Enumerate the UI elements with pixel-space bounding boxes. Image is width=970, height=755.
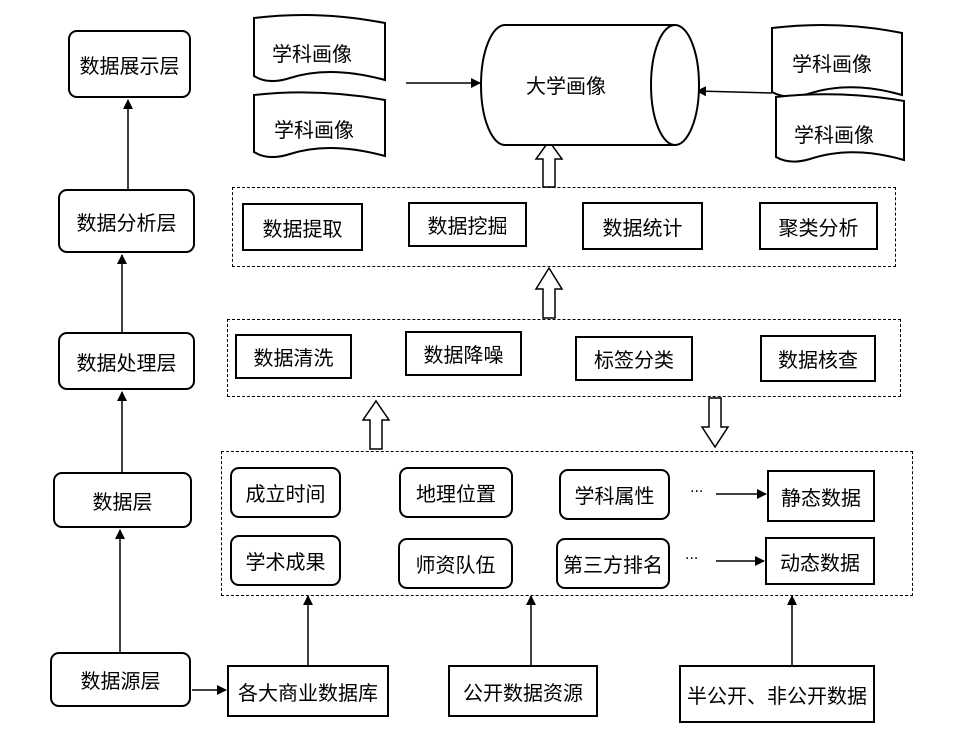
data-third-party-ranking: 第三方排名: [556, 538, 670, 589]
analysis-clustering-label: 聚类分析: [778, 215, 859, 240]
analysis-statistics: 数据统计: [582, 202, 703, 250]
doc-shape-right-2: [775, 93, 905, 163]
data-group: [221, 451, 913, 596]
dynamic-data-label: 动态数据: [780, 550, 860, 575]
layer-data-label: 数据层: [92, 489, 153, 514]
data-academic-output-label: 学术成果: [245, 550, 326, 574]
static-ellipsis: ···: [690, 484, 704, 500]
processing-classify: 标签分类: [575, 336, 693, 381]
source-public-data-label: 公开数据资源: [463, 680, 583, 705]
processing-cleaning-label: 数据清洗: [253, 346, 334, 370]
hollow-arrow-up-to-analysis: [534, 266, 564, 319]
arrow-right-portraits-to-university: [696, 86, 773, 97]
dynamic-data-box: 动态数据: [765, 537, 875, 585]
analysis-extract-label: 数据提取: [262, 216, 343, 241]
doc-shape-left-1: [253, 13, 386, 82]
static-data-box: 静态数据: [767, 470, 875, 522]
source-commercial-db: 各大商业数据库: [227, 665, 389, 717]
source-semipublic-data: 半公开、非公开数据: [679, 665, 875, 723]
hollow-arrow-up-to-university: [534, 139, 564, 188]
data-subject-attribute: 学科属性: [559, 469, 670, 520]
processing-denoise: 数据降噪: [405, 331, 522, 376]
processing-verify-label: 数据核查: [778, 348, 858, 372]
data-location-label: 地理位置: [416, 482, 496, 506]
hollow-arrow-up-to-processing: [361, 399, 391, 450]
source-public-data: 公开数据资源: [448, 665, 598, 717]
layer-display-label: 数据展示层: [79, 53, 180, 78]
analysis-group: [232, 187, 896, 267]
doc-shape-left-2: [253, 91, 386, 158]
layer-processing-label: 数据处理层: [76, 350, 177, 375]
layer-source: 数据源层: [50, 652, 191, 707]
data-faculty-label: 师资队伍: [415, 553, 496, 577]
layer-data: 数据层: [53, 472, 192, 528]
university-cylinder: [480, 24, 700, 146]
data-location: 地理位置: [399, 467, 513, 518]
university-portrait-label: 大学画像: [526, 74, 606, 98]
layer-analysis: 数据分析层: [58, 189, 195, 253]
subject-portrait-right-1: 学科画像: [792, 52, 872, 76]
subject-portrait-right-2: 学科画像: [794, 123, 874, 147]
data-subject-attribute-label: 学科属性: [574, 484, 655, 508]
processing-classify-label: 标签分类: [594, 348, 674, 372]
processing-denoise-label: 数据降噪: [423, 343, 504, 367]
analysis-mining-label: 数据挖掘: [427, 214, 508, 238]
data-founding-time-label: 成立时间: [245, 482, 326, 506]
hollow-arrow-down-from-processing: [700, 397, 730, 449]
source-commercial-db-label: 各大商业数据库: [238, 680, 378, 705]
static-data-label: 静态数据: [781, 485, 861, 510]
data-academic-output: 学术成果: [230, 535, 341, 586]
processing-cleaning: 数据清洗: [235, 334, 352, 379]
data-third-party-ranking-label: 第三方排名: [563, 553, 663, 577]
analysis-clustering: 聚类分析: [759, 202, 878, 250]
layer-processing: 数据处理层: [58, 332, 195, 390]
analysis-extract: 数据提取: [242, 203, 363, 251]
analysis-mining: 数据挖掘: [408, 202, 527, 247]
data-founding-time: 成立时间: [230, 467, 341, 518]
layer-display: 数据展示层: [68, 30, 191, 98]
subject-portrait-left-2: 学科画像: [274, 118, 354, 142]
data-faculty: 师资队伍: [398, 538, 513, 589]
analysis-statistics-label: 数据统计: [602, 215, 683, 240]
layer-source-label: 数据源层: [80, 669, 161, 693]
subject-portrait-left-1: 学科画像: [272, 42, 352, 66]
dynamic-ellipsis: ···: [685, 551, 699, 567]
processing-verify: 数据核查: [760, 335, 876, 382]
layer-analysis-label: 数据分析层: [76, 210, 177, 235]
processing-group: [227, 319, 901, 397]
source-semipublic-data-label: 半公开、非公开数据: [687, 683, 867, 708]
